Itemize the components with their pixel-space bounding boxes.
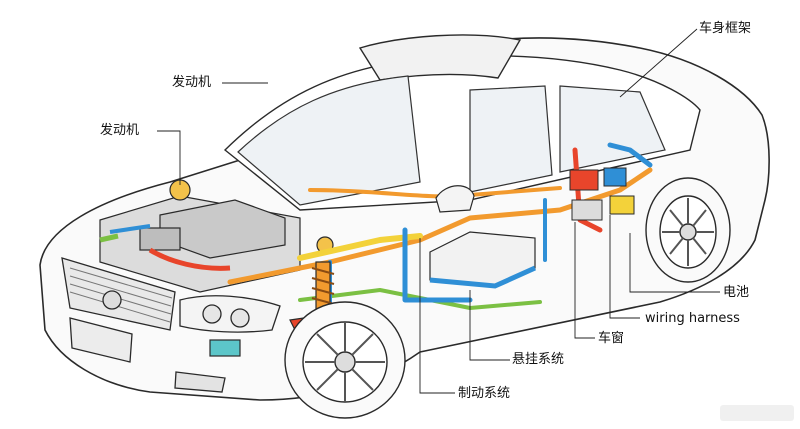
label-engine-top: 发动机 [172,75,212,90]
label-engine-side: 发动机 [100,123,140,138]
car-front [61,257,281,393]
label-window: 车窗 [598,331,625,346]
label-brake: 制动系统 [458,386,511,401]
side-mirror [435,185,475,213]
car-windows [237,75,666,206]
front-wheel [284,301,406,419]
battery-pack [429,231,537,289]
label-battery: 电池 [723,285,750,300]
rear-wheel [645,177,731,283]
label-frame: 车身框架 [699,21,752,36]
watermark [720,405,794,421]
label-suspension: 悬挂系统 [512,352,565,367]
callout-lines [157,28,720,394]
rear-modules [569,167,635,221]
label-wiring: wiring harness [645,311,740,326]
engine-block [99,179,334,293]
